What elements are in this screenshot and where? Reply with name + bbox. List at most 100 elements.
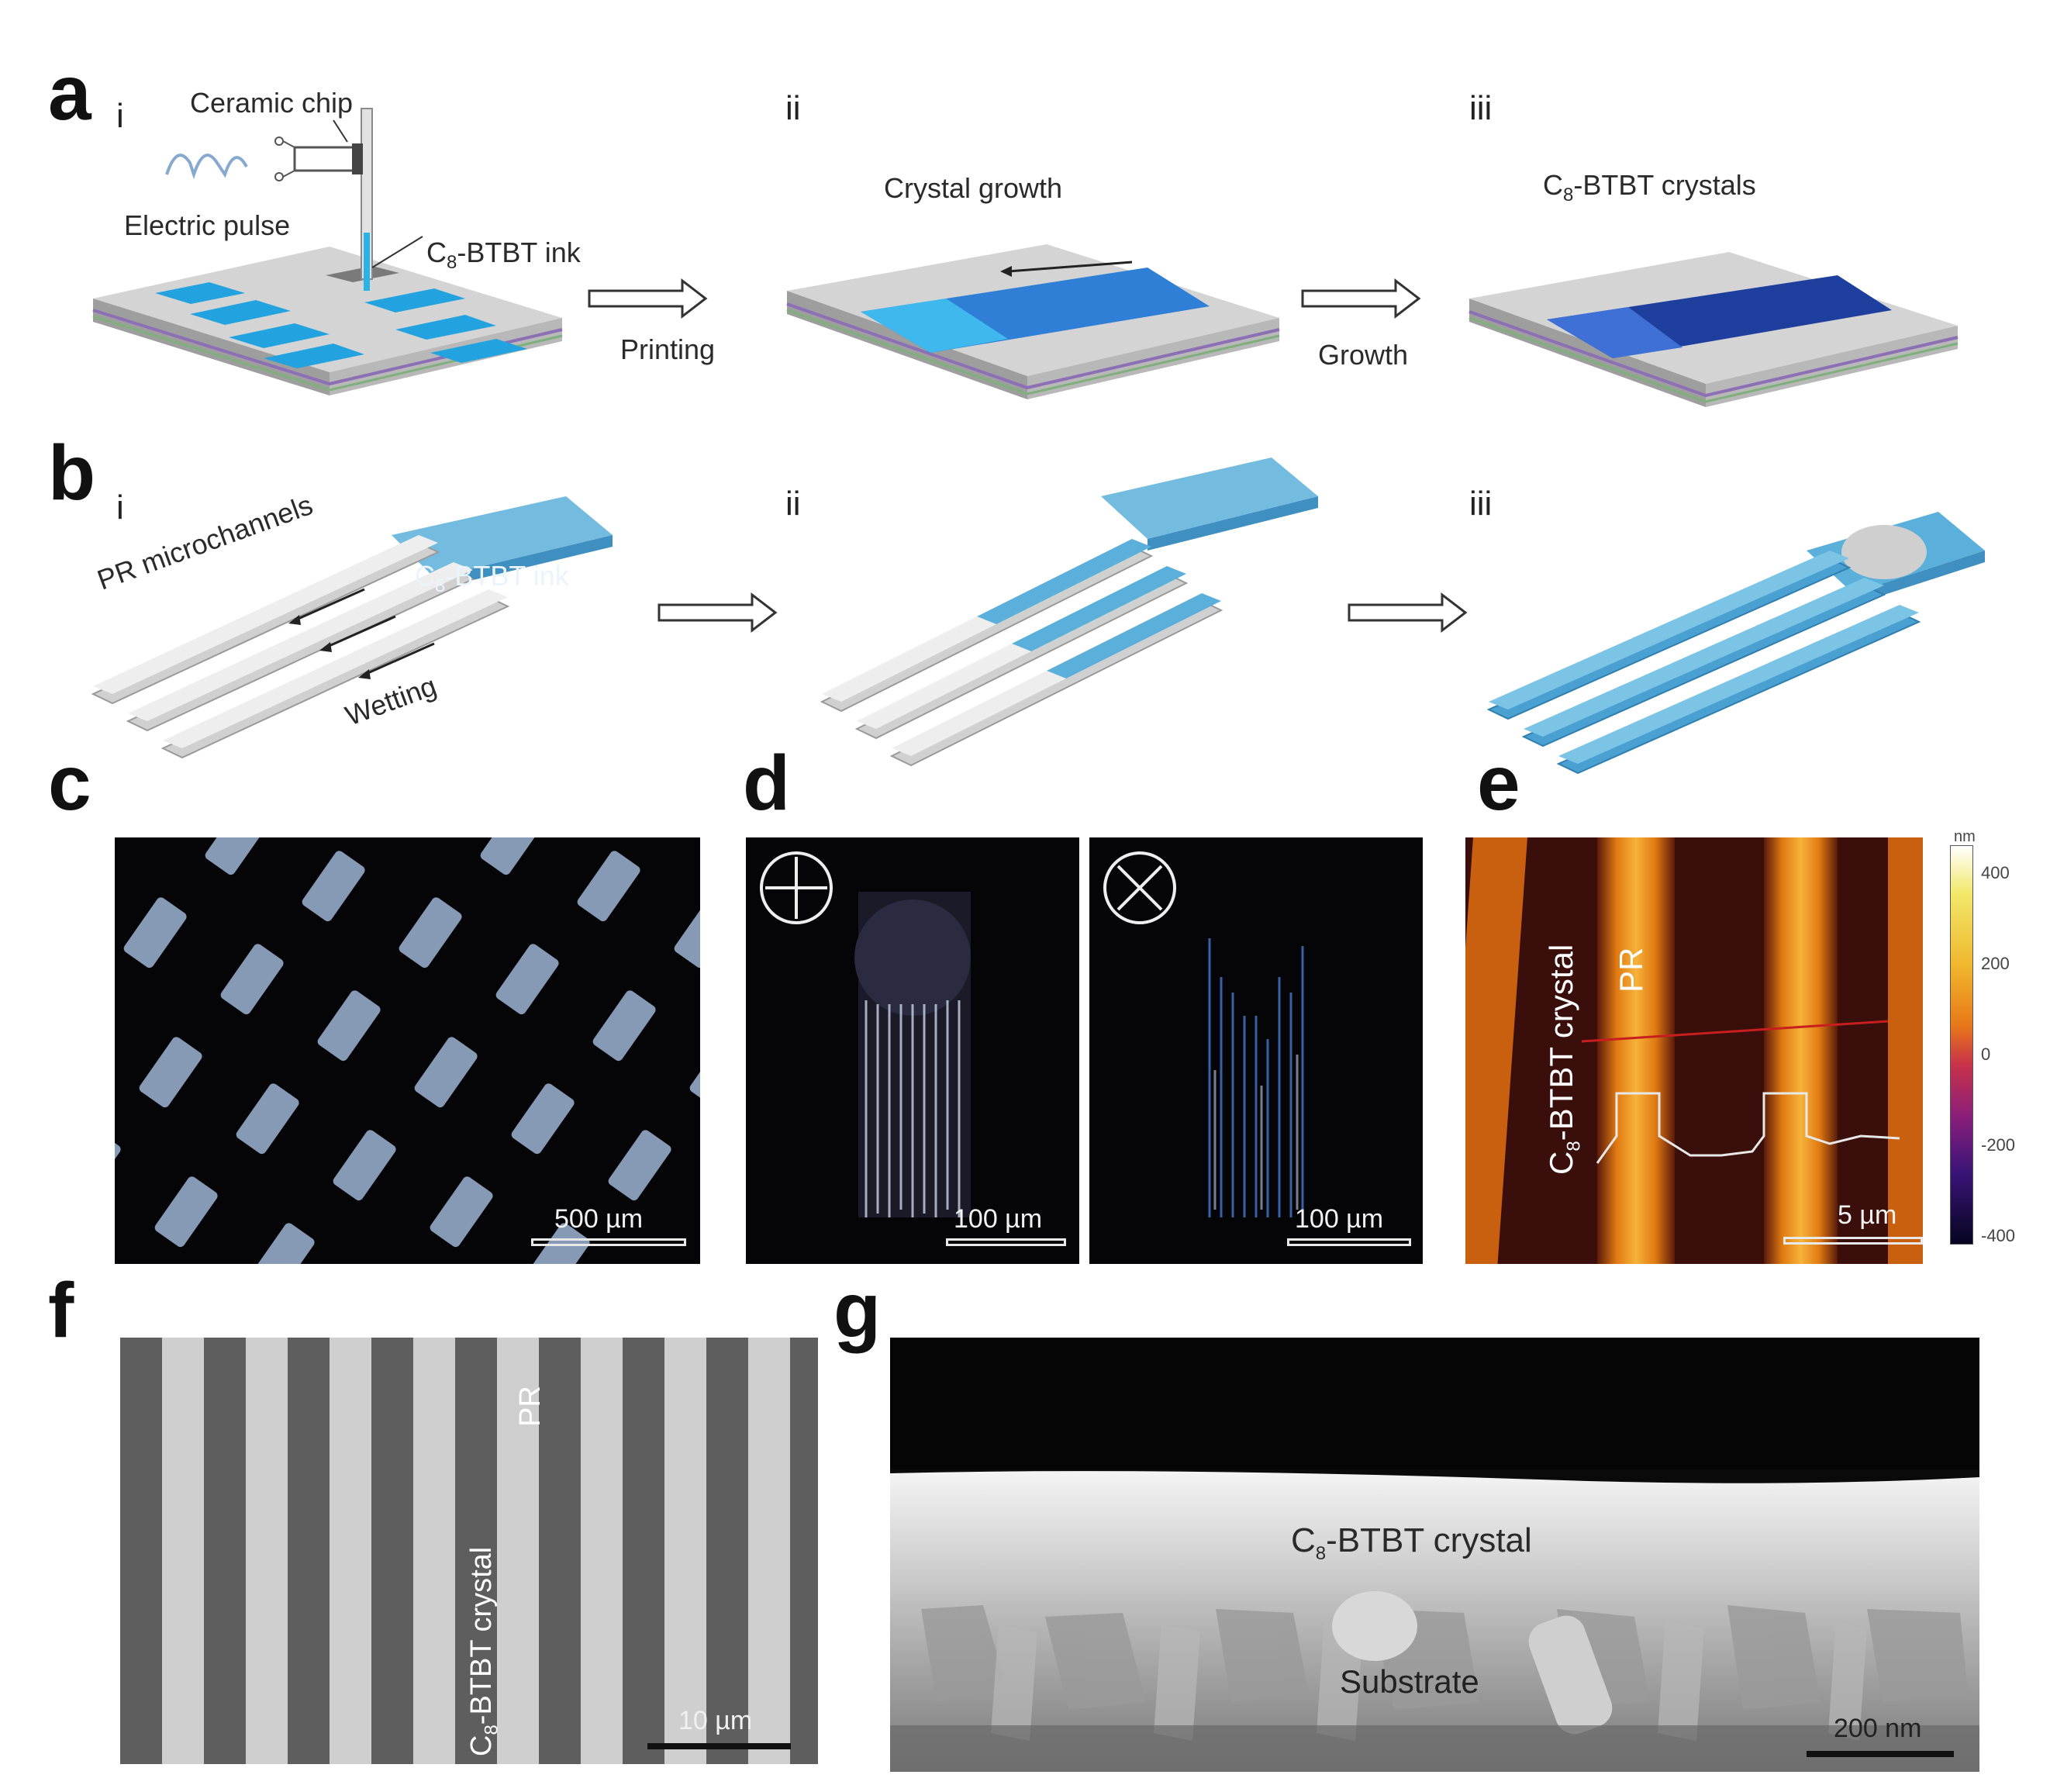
sublabel-a-ii: ii <box>785 89 801 127</box>
microchannel-chip-b-i <box>91 496 613 759</box>
panel-a-schematic <box>92 108 1959 407</box>
crystal-stripe <box>371 1338 413 1764</box>
micrograph-d-left <box>746 837 1079 1264</box>
crystal-cell <box>495 944 559 1015</box>
panel-label-a: a <box>48 50 91 136</box>
sublabel-b-i: i <box>116 489 124 527</box>
label-ink-a: C8-BTBT ink <box>426 237 581 274</box>
crystal-stripe <box>623 1338 664 1764</box>
arrow-b-1-icon <box>657 592 778 634</box>
label-pr-e: PR <box>1613 947 1649 993</box>
arrow-b-2-icon <box>1348 592 1468 634</box>
crystal-cell <box>123 897 187 969</box>
crystal-cell <box>608 1130 671 1201</box>
pr-stripe <box>748 1338 790 1764</box>
profile-line <box>1581 1020 1889 1043</box>
crystal-cell <box>154 1176 218 1248</box>
label-electric-pulse: Electric pulse <box>124 209 291 241</box>
crystal-cell <box>220 944 284 1015</box>
panel-label-c: c <box>48 740 91 827</box>
crystal-cell <box>577 851 640 922</box>
crystal-cell <box>674 897 700 969</box>
label-pr-f: PR <box>514 1386 547 1427</box>
label-crystals-a: C8-BTBT crystals <box>1543 169 1756 206</box>
sublabel-a-i: i <box>116 97 124 135</box>
colorbar-tick-4: -400 <box>1981 1226 2016 1245</box>
crystal-cell <box>526 1223 590 1264</box>
pr-stripe <box>246 1338 288 1764</box>
pr-stripe <box>330 1338 371 1764</box>
crystal-cell <box>592 990 656 1062</box>
crystal-cell <box>414 1037 478 1108</box>
pulse-waveform-icon <box>165 154 248 180</box>
crystal-cell <box>511 1083 575 1155</box>
colorbar-tick-1: 200 <box>1981 954 2010 973</box>
ink-pads-a-i <box>155 266 527 368</box>
scale-label-g: 200 nm <box>1834 1714 1922 1743</box>
scale-bar-f <box>647 1743 791 1749</box>
pr-stripe <box>581 1338 623 1764</box>
crystal-cell <box>480 837 544 875</box>
microchannel-chip-b-ii <box>820 457 1318 767</box>
colorbar-tick-0: 400 <box>1981 863 2010 882</box>
pr-stripe <box>664 1338 706 1764</box>
colorbar-tick-3: -200 <box>1981 1135 2016 1155</box>
sem-cross-section-g <box>890 1338 1979 1772</box>
substrate-slab-a-ii <box>786 244 1280 399</box>
scale-bar-d-right <box>1287 1238 1411 1246</box>
scale-label-f: 10 µm <box>678 1706 753 1735</box>
polarizer-parallel-icon <box>760 851 833 924</box>
label-ceramic-chip: Ceramic chip <box>190 87 354 119</box>
crystal-stripe <box>539 1338 581 1764</box>
crystal-cell <box>115 1130 121 1201</box>
microchannel-chip-b-iii <box>1486 512 1985 775</box>
micrograph-d-right <box>1089 837 1423 1264</box>
label-printing: Printing <box>620 333 716 365</box>
label-crystal-f: C8-BTBT crystal <box>465 1546 502 1756</box>
micrograph-c <box>115 837 700 1264</box>
crystal-array-c <box>115 837 700 1264</box>
scale-bar-e <box>1783 1237 1923 1245</box>
crystal-stripe <box>204 1338 246 1764</box>
crystal-cell <box>317 990 381 1062</box>
crystal-cell <box>139 1037 202 1108</box>
scale-bar-g <box>1807 1751 1954 1757</box>
panel-label-e: e <box>1477 740 1520 827</box>
scale-label-d-right: 100 µm <box>1295 1204 1384 1234</box>
scale-label-c: 500 µm <box>554 1204 644 1234</box>
afm-image-e <box>1465 837 1923 1264</box>
arrow-growth-icon <box>1301 278 1421 319</box>
pr-stripe <box>162 1338 204 1764</box>
crystal-cell <box>205 837 268 875</box>
crystal-cell <box>251 1223 315 1264</box>
label-crystal-e: C8-BTBT crystal <box>1543 944 1585 1175</box>
crystal-cell <box>689 1037 700 1108</box>
crystal-cell <box>302 851 365 922</box>
colorbar-e <box>1950 845 1973 1245</box>
scale-label-d-left: 100 µm <box>954 1204 1043 1234</box>
panel-label-g: g <box>833 1267 882 1354</box>
scale-bar-d-left <box>946 1238 1066 1246</box>
crystal-stripe <box>288 1338 330 1764</box>
label-crystal-growth: Crystal growth <box>884 172 1063 204</box>
crystal-cell <box>236 1083 299 1155</box>
substrate-slab-a-iii <box>1468 252 1959 407</box>
label-growth: Growth <box>1318 339 1409 371</box>
colorbar-tick-2: 0 <box>1981 1044 1991 1064</box>
label-ink-b: C8-BTBT ink <box>415 560 569 597</box>
label-substrate-g: Substrate <box>1340 1663 1479 1700</box>
crystal-stripe <box>455 1338 497 1764</box>
sublabel-b-ii: ii <box>785 485 801 523</box>
pr-stripe <box>497 1338 539 1764</box>
panel-label-f: f <box>48 1267 74 1354</box>
crystal-stripe <box>706 1338 748 1764</box>
height-profile <box>1596 1092 1900 1164</box>
crystal-stripe <box>790 1338 818 1764</box>
crystal-cell <box>399 897 462 969</box>
panel-b-schematic <box>91 457 1985 775</box>
sem-image-f <box>120 1338 818 1764</box>
crystal-cell <box>430 1176 493 1248</box>
pr-stripe <box>413 1338 455 1764</box>
sublabel-a-iii: iii <box>1469 89 1493 127</box>
polarizer-crossed-icon <box>1103 851 1176 924</box>
